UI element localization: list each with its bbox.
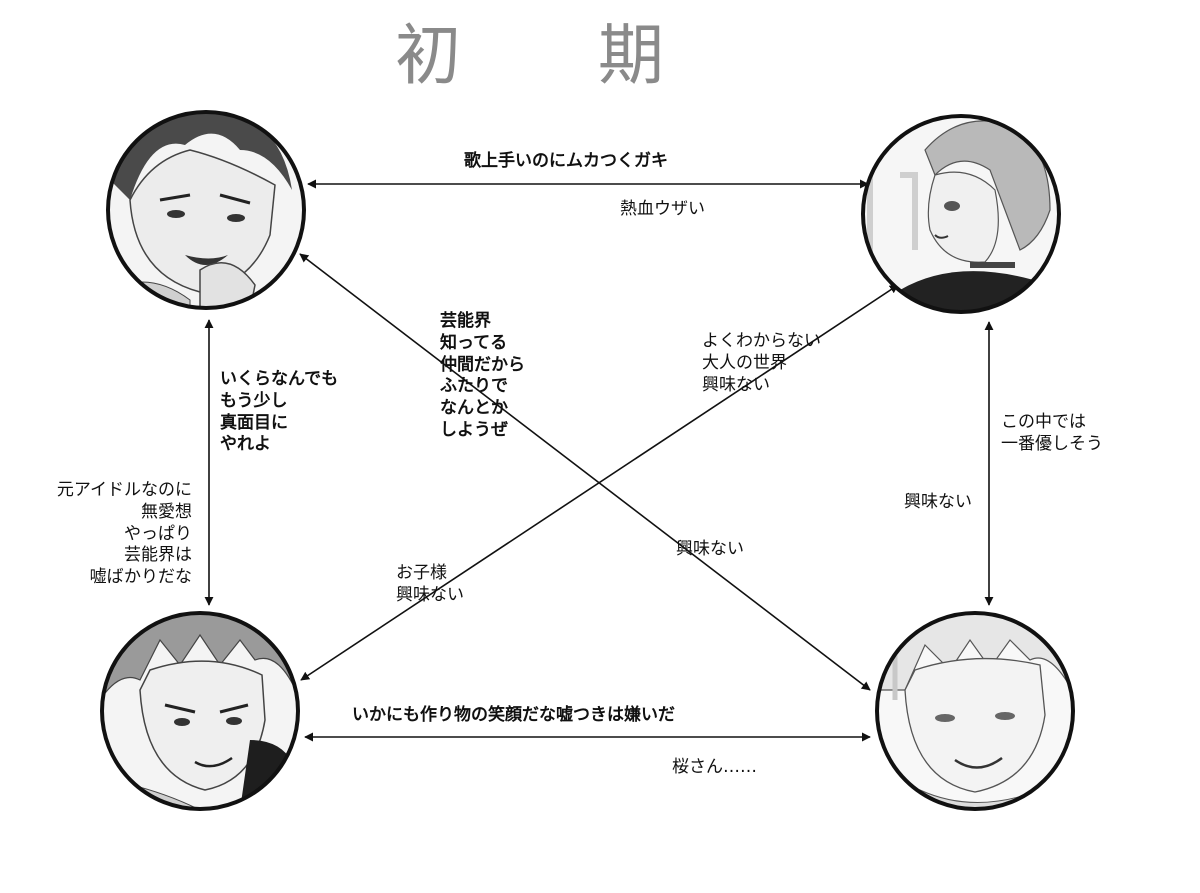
label-br-to-tr: 興味ない <box>904 492 972 514</box>
label-tr-to-tl: 熱血ウザい <box>620 199 705 221</box>
label-tl-to-tr: 歌上手いのにムカつくガキ <box>464 151 668 173</box>
label-tr-to-br: この中では 一番優しそう <box>1001 412 1103 456</box>
label-tl-to-bl: いくらなんでも もう少し 真面目に やれよ <box>220 369 338 456</box>
label-bl-to-br: いかにも作り物の笑顔だな嘘つきは嫌いだ <box>352 705 675 727</box>
label-bl-to-tl: 元アイドルなのに 無愛想 やっぱり 芸能界は 嘘ばかりだな <box>40 480 192 589</box>
label-tr-to-bl: お子様 興味ない <box>396 563 464 607</box>
label-bl-to-tr: よくわからない 大人の世界 興味ない <box>702 331 821 396</box>
label-br-to-tl: 興味ない <box>676 539 744 561</box>
label-br-to-bl: 桜さん…… <box>672 757 757 779</box>
label-tl-to-br: 芸能界 知ってる 仲間だから ふたりで なんとか しようぜ <box>440 311 525 442</box>
